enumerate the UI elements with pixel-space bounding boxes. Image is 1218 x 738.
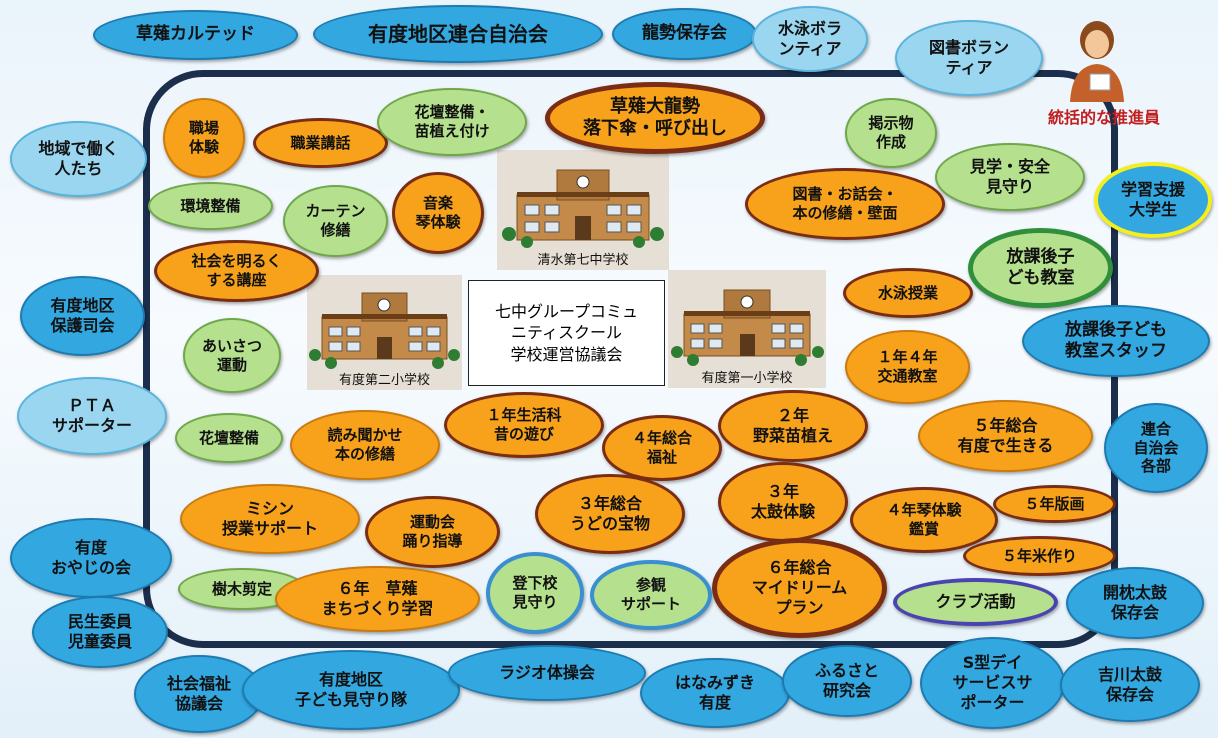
promoter-label: 統括的な推進員 [1048,108,1161,127]
act-curtain: カーテン 修繕 [283,185,388,257]
org-s-day: S型デイ サービスサ ポーター [920,637,1065,729]
act-rokunen-dream: ６年総合 マイドリーム プラン [712,538,887,638]
school-ud1: 有度第一小学校 [668,270,826,388]
act-ongaku: 音楽 琴体験 [392,172,484,254]
org-radio: ラジオ体操会 [448,645,646,701]
org-university-support: 学習支援 大学生 [1094,162,1212,238]
act-mishin: ミシン 授業サポート [180,484,360,554]
act-machizukuri: ６年 草薙 まちづくり学習 [275,566,480,632]
act-sannen-taiko: ３年 太鼓体験 [718,462,848,542]
org-houkago-staff: 放課後子ども 教室スタッフ [1022,305,1210,377]
org-kaichin: 開枕太鼓 保存会 [1066,567,1204,639]
act-sannen-udo: ３年総合 うどの宝物 [535,474,685,554]
org-ryusei: 龍勢保存会 [612,8,757,60]
act-kusanagi-ryusei: 草薙大龍勢 落下傘・呼び出し [545,82,765,154]
act-houkago-kyoshitsu: 放課後子 ども教室 [968,228,1113,308]
org-pta: ＰＴＡ サポーター [17,377,167,455]
act-kadan: 花壇整備 [175,413,283,463]
act-yonen-fukushi: ４年総合 福祉 [602,415,722,481]
org-mimamori-tai: 有度地区 子ども見守り隊 [242,650,460,730]
act-ichinen-yonnen: １年４年 交通教室 [845,330,970,404]
school-building-icon [671,289,824,366]
org-yoshikawa: 吉川太鼓 保存会 [1060,648,1200,722]
org-udo-jichikai: 有度地区連合自治会 [313,5,603,63]
act-shokuba: 職場 体験 [163,98,245,178]
school-building-icon [309,292,460,369]
org-hanamizuki: はなみずき 有度 [640,658,790,728]
act-yomikikase: 読み聞かせ 本の修繕 [290,410,440,480]
school-label: 有度第二小学校 [338,373,430,388]
promoter-person-icon [1070,21,1124,102]
act-gonen-kome: ５年米作り [963,536,1116,576]
act-sankan: 参観 サポート [590,560,712,630]
act-tosho-ohanashi: 図書・お話会・ 本の修繕・壁面 [745,168,945,240]
act-kankyo: 環境整備 [148,182,273,230]
act-gonen-hanga: ５年版画 [993,485,1116,523]
org-rengo-bu: 連合 自治会 各部 [1104,403,1208,493]
act-kadan-naeue: 花壇整備・ 苗植え付け [377,88,527,156]
org-minsei: 民生委員 児童委員 [32,596,168,668]
act-yonen-koto: ４年琴体験 鑑賞 [850,487,998,553]
act-suiei-jugyo: 水泳授業 [843,268,973,318]
act-club: クラブ活動 [893,578,1058,626]
act-keijibutsu: 掲示物 作成 [845,98,937,168]
school-building-icon [502,169,664,248]
act-ninen-yasai: ２年 野菜苗植え [718,390,868,462]
org-kusanagi-kalteddo: 草薙カルテッド [93,10,298,60]
org-hogoshi: 有度地区 保護司会 [20,276,145,356]
act-undokai: 運動会 踊り指導 [365,496,500,568]
school-label: 有度第一小学校 [701,371,793,386]
act-ichinen-seikatsu: １年生活科 昔の遊び [444,392,604,458]
org-book-volunteer: 図書ボラン ティア [895,20,1043,96]
school-shimizu7: 清水第七中学校 [497,150,669,270]
act-aisatsu: あいさつ 運動 [183,318,281,393]
org-local-workers: 地域で働く 人たち [10,121,147,197]
act-shakai-akaruku: 社会を明るく する講座 [154,240,319,302]
act-gonen-ikiru: ５年総合 有度で生きる [918,400,1093,472]
act-toge: 登下校 見守り [486,552,584,634]
school-ud2: 有度第二小学校 [307,275,462,390]
org-oyaji: 有度 おやじの会 [10,518,172,598]
act-shokugyo: 職業講話 [253,118,388,168]
school-label: 清水第七中学校 [537,253,629,268]
center-council-box: 七中グループコミュ ニティスクール 学校運営協議会 [468,280,665,386]
act-kengaku: 見学・安全 見守り [935,143,1085,211]
org-furusato: ふるさと 研究会 [782,645,912,717]
org-swim-volunteer: 水泳ボラ ンティア [752,6,868,72]
